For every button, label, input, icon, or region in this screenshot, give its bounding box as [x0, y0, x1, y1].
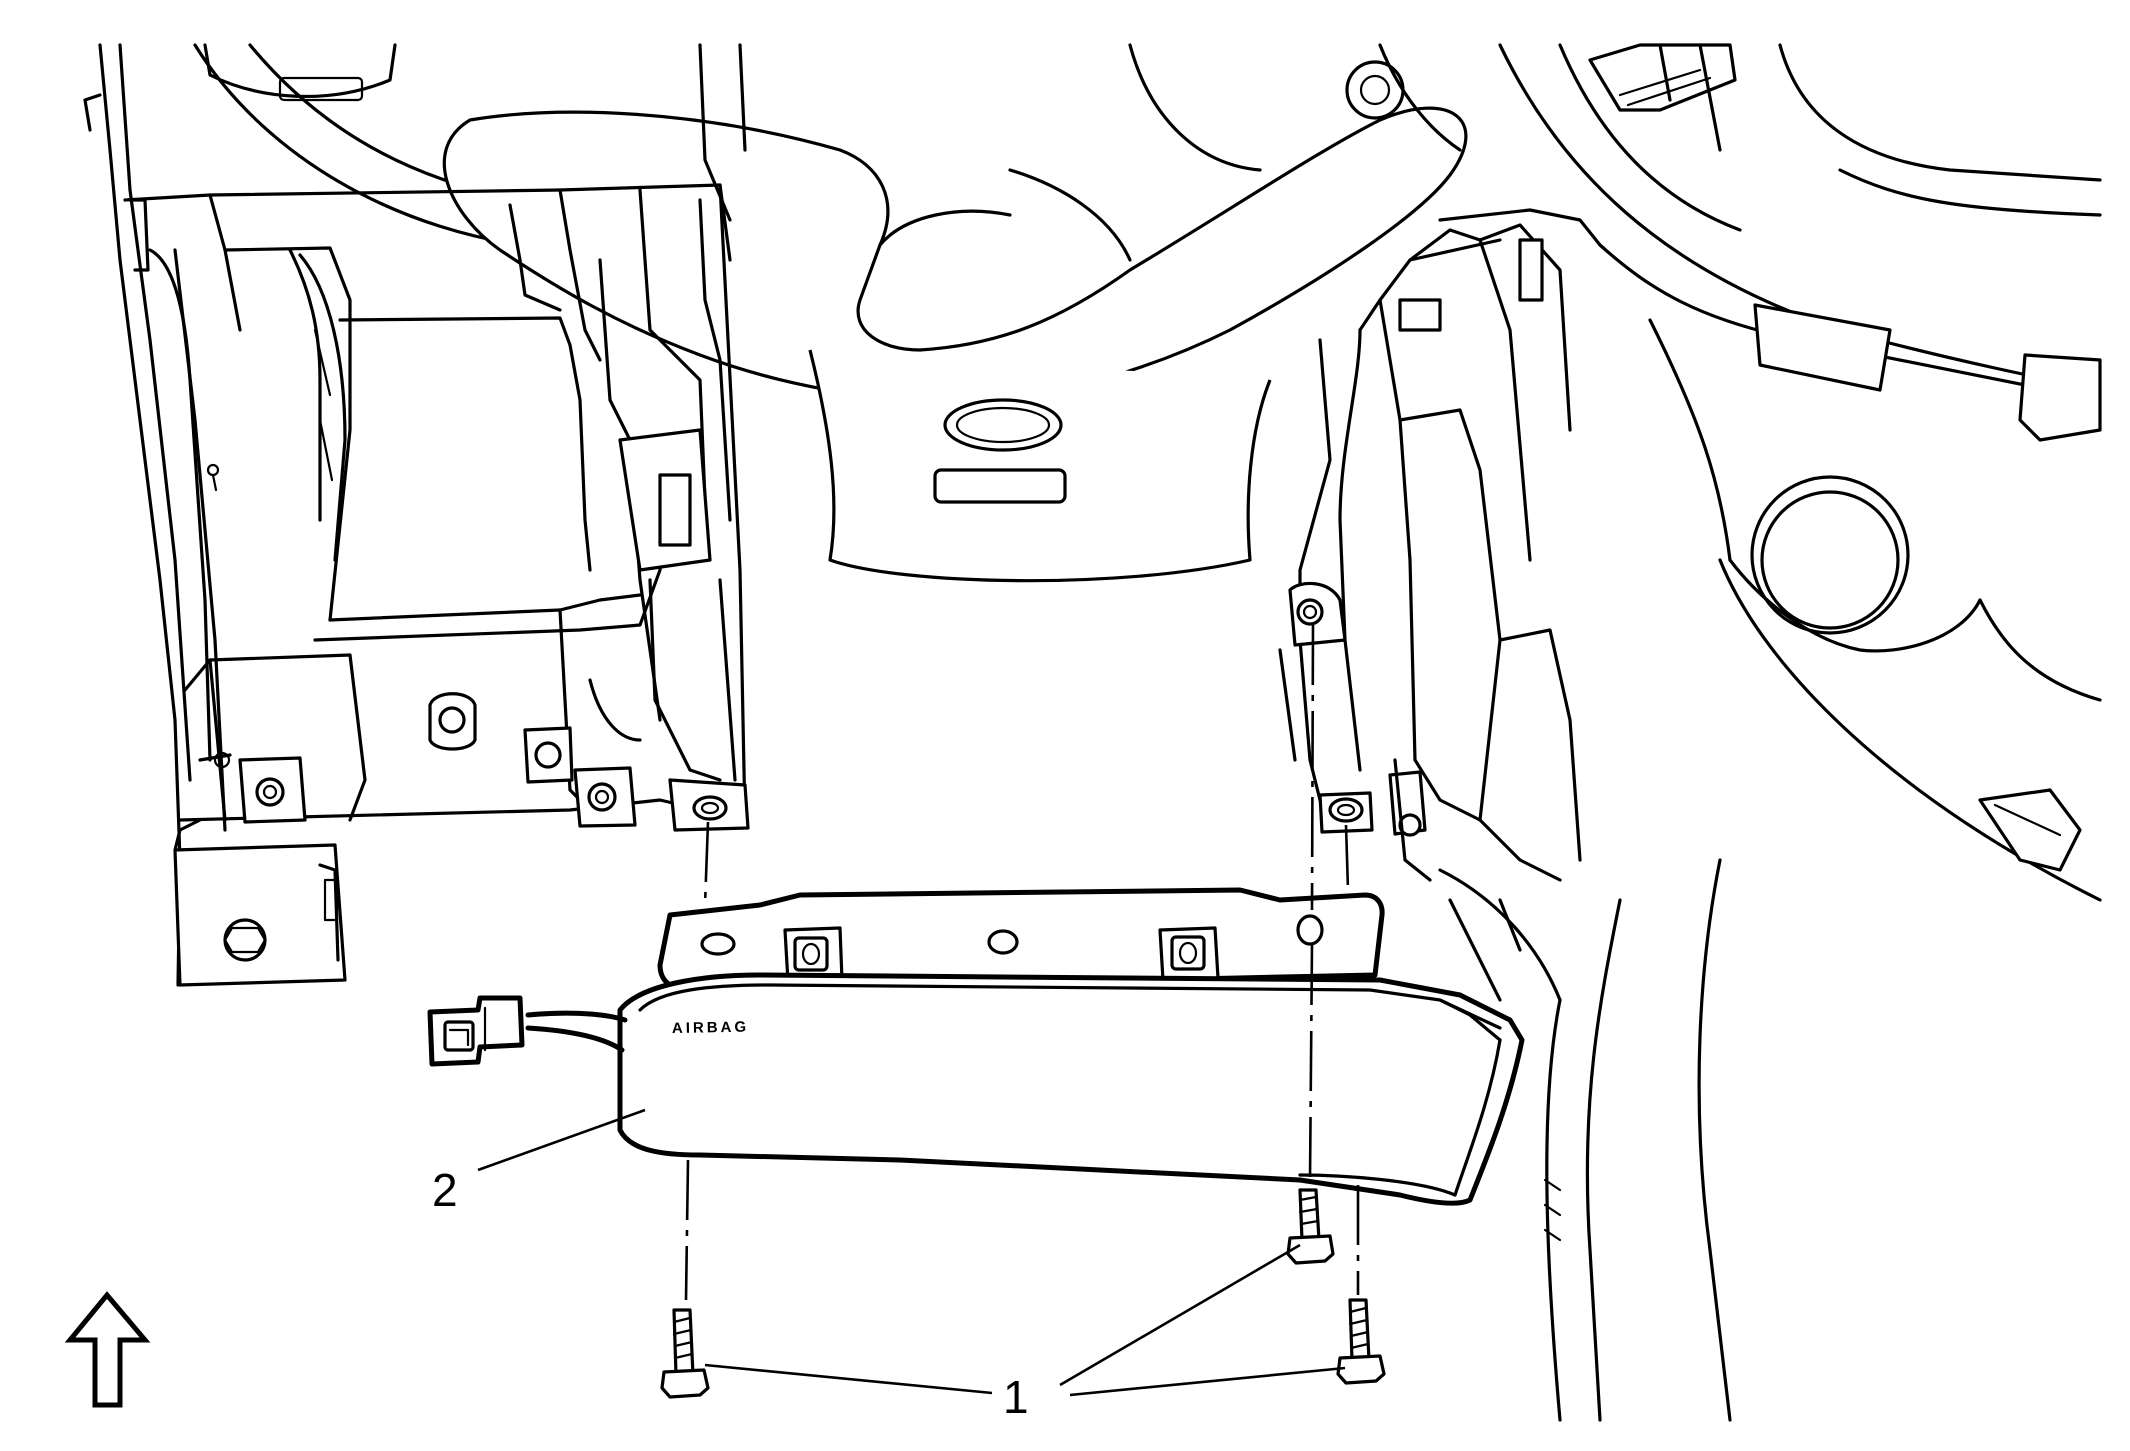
- bolt-right: [1336, 1298, 1386, 1385]
- bolt-center: [1286, 1188, 1335, 1265]
- bolt-left: [660, 1308, 710, 1399]
- callout-leaders: [477, 1108, 1346, 1397]
- callout-label-1: 1: [1003, 1371, 1029, 1423]
- assembly-centerlines: [684, 624, 1360, 1301]
- steering-wheel: [193, 43, 1468, 583]
- airbag-module: AIRBAG: [427, 887, 1525, 1206]
- callout-label-2: 2: [432, 1164, 458, 1216]
- up-arrow-icon: [64, 1291, 151, 1408]
- right-instrument-panel-bracket: [1278, 43, 2102, 1422]
- airbag-stamp: AIRBAG: [672, 1019, 749, 1037]
- left-instrument-panel-bracket: [83, 43, 750, 987]
